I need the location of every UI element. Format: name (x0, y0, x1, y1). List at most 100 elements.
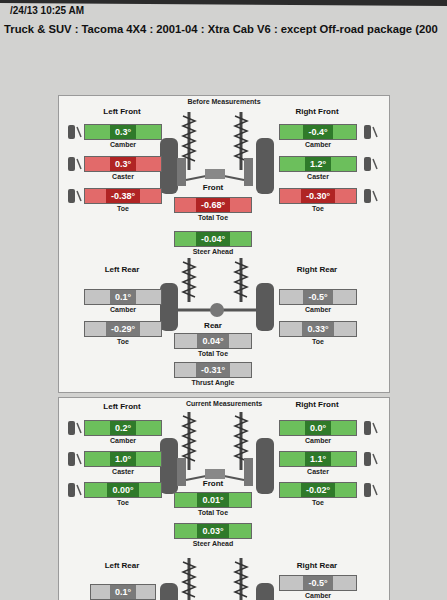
measurement-name: Steer Ahead (174, 247, 252, 256)
measurement-box: 0.04°Total Toe (174, 333, 252, 358)
toe-icon (364, 189, 377, 203)
measurement-name: Toe (279, 498, 357, 507)
measurement-box: -0.02°Toe (279, 482, 357, 507)
measurement-value: 0.0° (305, 421, 331, 435)
measurement-name: Total Toe (174, 349, 252, 358)
position-label: Front (203, 183, 223, 193)
camber-icon (68, 421, 81, 435)
measurement-box: 0.3°Camber (84, 124, 162, 149)
measurement-name: Thrust Angle (174, 378, 252, 387)
measurement-value: 0.1° (110, 585, 136, 599)
measurement-box: 0.03°Steer Ahead (174, 523, 252, 548)
measurement-value: -0.30° (301, 189, 335, 203)
value-bar: -0.5° (279, 575, 357, 591)
measurement-box: 0.1° (90, 584, 156, 600)
print-date: /24/13 10:25 AM (10, 6, 84, 16)
position-label: Right Rear (297, 561, 337, 571)
front-suspension (160, 112, 274, 194)
measurement-value: 0.3° (110, 125, 136, 139)
measurement-box: 0.00°Toe (84, 482, 162, 507)
measurement-box: 0.0°Camber (279, 420, 357, 445)
measurement-name: Caster (279, 172, 357, 181)
value-bar: 0.03° (174, 523, 252, 539)
measurement-box: 1.2°Caster (279, 156, 357, 181)
value-bar: -0.38° (84, 188, 162, 204)
measurement-box: -0.5°Camber (279, 575, 357, 600)
measurement-value: -0.29° (106, 322, 140, 336)
value-bar: 1.1° (279, 451, 357, 467)
measurement-value: 1.1° (305, 452, 331, 466)
measurement-value: 1.2° (305, 157, 331, 171)
measurement-name: Camber (84, 140, 162, 149)
panel-ground (58, 397, 390, 600)
measurement-value: 0.04° (197, 334, 228, 348)
value-bar: -0.04° (174, 231, 252, 247)
measurement-name: Caster (279, 467, 357, 476)
measurement-box: 1.1°Caster (279, 451, 357, 476)
value-bar: 0.1° (84, 289, 162, 305)
measurement-value: 0.33° (302, 322, 333, 336)
measurement-box: 0.1°Camber (84, 289, 162, 314)
toe-icon (364, 483, 377, 497)
measurement-box: 0.01°Total Toe (174, 492, 252, 517)
measurement-box: -0.30°Toe (279, 188, 357, 213)
position-label: Left Rear (105, 561, 140, 571)
value-bar: -0.68° (174, 197, 252, 213)
rear-suspension (160, 258, 274, 331)
measurement-box: -0.31°Thrust Angle (174, 362, 252, 387)
value-bar: 0.0° (279, 420, 357, 436)
measurement-name: Camber (279, 591, 357, 600)
measurement-box: 0.2°Camber (84, 420, 162, 445)
measurement-name: Total Toe (174, 508, 252, 517)
measurement-name: Toe (279, 204, 357, 213)
measurement-box: -0.04°Steer Ahead (174, 231, 252, 256)
value-bar: -0.5° (279, 289, 357, 305)
measurement-name: Camber (279, 140, 357, 149)
measurement-name: Caster (84, 467, 162, 476)
value-bar: 0.01° (174, 492, 252, 508)
measurement-value: 0.2° (110, 421, 136, 435)
measurement-box: 1.0°Caster (84, 451, 162, 476)
value-bar: 0.3° (84, 156, 162, 172)
measurement-value: 0.01° (197, 493, 228, 507)
measurement-value: -0.31° (196, 363, 230, 377)
caster-icon (364, 452, 377, 466)
measurement-box: -0.5°Camber (279, 289, 357, 314)
measurement-value: -0.68° (196, 198, 230, 212)
value-bar: -0.4° (279, 124, 357, 140)
measurement-value: -0.5° (303, 576, 332, 590)
measurement-value: -0.02° (301, 483, 335, 497)
value-bar: 1.0° (84, 451, 162, 467)
value-bar: -0.02° (279, 482, 357, 498)
position-label: Left Front (103, 107, 140, 117)
value-bar: 1.2° (279, 156, 357, 172)
camber-icon (364, 125, 377, 139)
measurement-value: -0.04° (196, 232, 230, 246)
measurement-value: -0.38° (106, 189, 140, 203)
caster-icon (364, 157, 377, 171)
measurement-panel: Before Measurements0.3°Camber-0.4°Camber… (58, 95, 390, 393)
measurement-box: -0.38°Toe (84, 188, 162, 213)
value-bar: -0.30° (279, 188, 357, 204)
measurement-name: Toe (84, 204, 162, 213)
measurement-value: 0.1° (110, 290, 136, 304)
toe-icon (68, 189, 81, 203)
measurement-name: Camber (84, 436, 162, 445)
report-title: Truck & SUV : Tacoma 4X4 : 2001-04 : Xtr… (4, 22, 438, 36)
position-label: Right Front (295, 107, 338, 117)
measurement-name: Steer Ahead (174, 539, 252, 548)
value-bar: -0.31° (174, 362, 252, 378)
measurement-name: Total Toe (174, 213, 252, 222)
value-bar: -0.29° (84, 321, 162, 337)
measurement-name: Camber (279, 436, 357, 445)
front-suspension (160, 412, 274, 494)
measurement-value: -0.4° (303, 125, 332, 139)
position-label: Rear (204, 321, 222, 331)
measurement-name: Toe (84, 498, 162, 507)
measurement-box: 0.33°Toe (279, 321, 357, 346)
value-bar: 0.3° (84, 124, 162, 140)
measurement-name: Toe (84, 337, 162, 346)
position-label: Right Rear (297, 265, 337, 275)
measurement-name: Caster (84, 172, 162, 181)
measurement-value: 0.00° (107, 483, 138, 497)
